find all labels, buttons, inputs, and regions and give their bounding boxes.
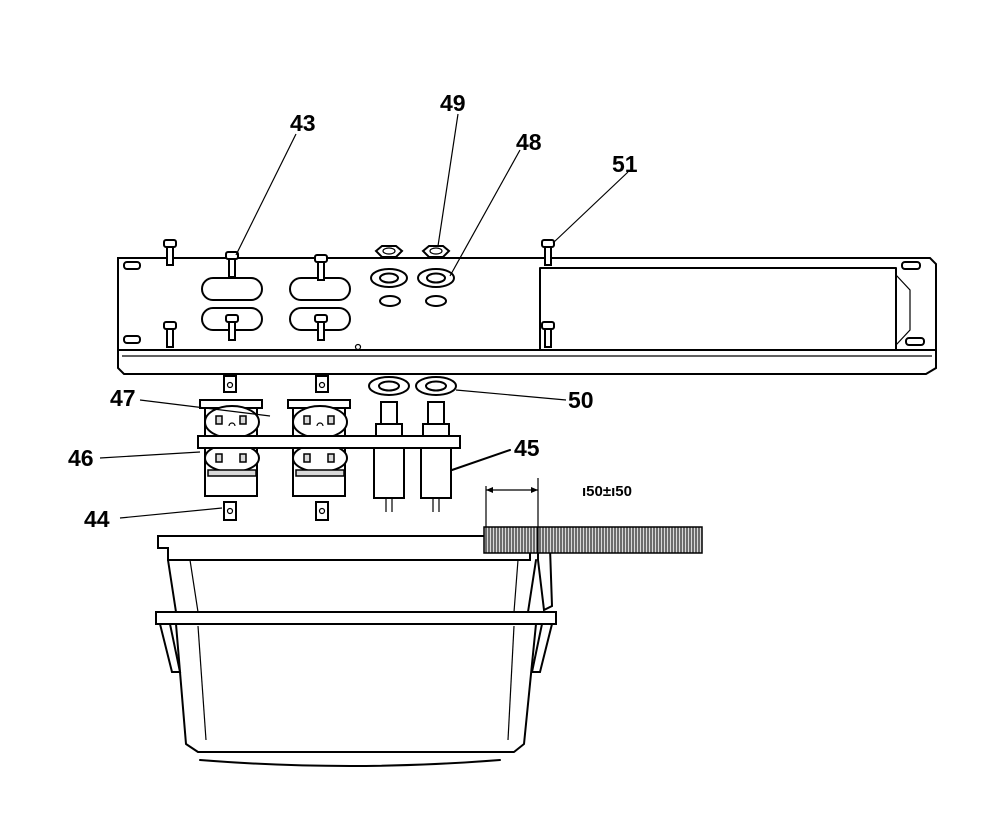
washers-top bbox=[370, 268, 455, 288]
screw bbox=[225, 314, 239, 341]
callout-46: 46 bbox=[68, 445, 94, 471]
screw bbox=[163, 321, 177, 348]
dimension-text: ı50±ı50 bbox=[582, 483, 632, 500]
callout-49: 49 bbox=[440, 90, 466, 116]
callout-45: 45 bbox=[514, 435, 540, 461]
faceplate-screws bbox=[163, 239, 555, 348]
callout-47: 47 bbox=[110, 385, 136, 411]
callout-48: 48 bbox=[516, 129, 542, 155]
top-clips bbox=[223, 375, 329, 393]
callout-50: 50 bbox=[568, 387, 594, 413]
receptacle-right bbox=[287, 399, 351, 497]
washers-lower bbox=[368, 376, 457, 396]
callout-numbers: 43 44 45 46 47 48 49 50 51 bbox=[68, 90, 638, 532]
screw bbox=[225, 251, 239, 278]
hex-nuts bbox=[374, 245, 451, 258]
dimension-annotation: ı50±ı50 bbox=[485, 478, 632, 560]
callout-44: 44 bbox=[84, 506, 110, 532]
bottom-clips bbox=[223, 501, 329, 521]
screw bbox=[541, 321, 555, 348]
switch-right bbox=[420, 401, 452, 512]
switch-left bbox=[373, 401, 405, 512]
screw bbox=[314, 314, 328, 341]
receptacle-left bbox=[199, 399, 263, 497]
screw bbox=[541, 239, 555, 266]
callout-51: 51 bbox=[612, 151, 638, 177]
enclosure-box bbox=[155, 535, 557, 767]
screw bbox=[163, 239, 177, 266]
leader-lines bbox=[99, 113, 629, 519]
faceplate bbox=[117, 257, 937, 375]
callout-43: 43 bbox=[290, 110, 316, 136]
mounting-strap bbox=[197, 435, 461, 449]
screw bbox=[314, 254, 328, 281]
conduit-cable bbox=[483, 526, 703, 554]
